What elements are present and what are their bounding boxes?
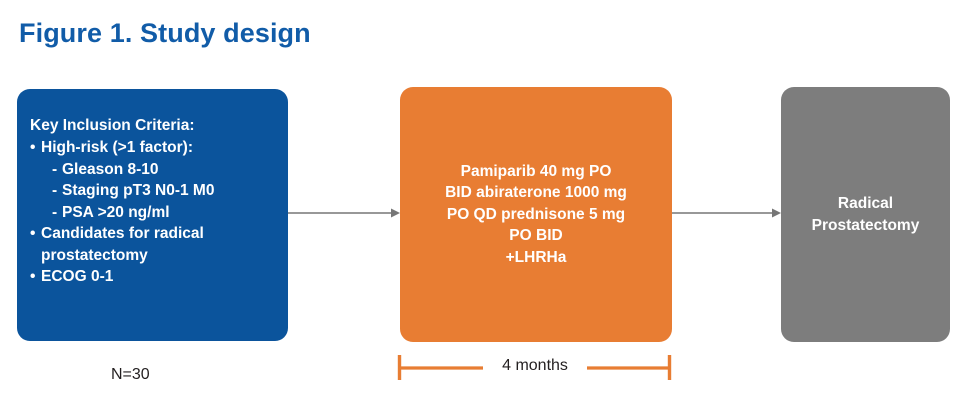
arrow-right-icon [672, 206, 781, 220]
treatment-box: Pamiparib 40 mg PO BID abiraterone 1000 … [400, 87, 672, 342]
duration-label: 4 months [502, 357, 568, 374]
criteria-item: Candidates for radical [30, 223, 274, 245]
eligibility-heading: Key Inclusion Criteria: [30, 117, 195, 134]
outcome-box: Radical Prostatectomy [781, 87, 950, 342]
eligibility-box: Key Inclusion Criteria: High-risk (>1 fa… [17, 89, 288, 341]
criteria-item: Staging pT3 N0-1 M0 [30, 180, 274, 202]
treatment-line: PO BID [509, 227, 563, 245]
eligibility-criteria-list: High-risk (>1 factor): Gleason 8-10 Stag… [30, 137, 274, 288]
criteria-item: PSA >20 ng/ml [30, 202, 274, 224]
treatment-line: BID abiraterone 1000 mg [445, 184, 627, 202]
treatment-line: +LHRHa [505, 248, 567, 266]
criteria-item: Gleason 8-10 [30, 159, 274, 181]
criteria-item: ECOG 0-1 [30, 266, 274, 288]
outcome-line: Prostatectomy [811, 216, 920, 234]
criteria-item: High-risk (>1 factor): [30, 137, 274, 159]
page-title: Figure 1. Study design [19, 18, 311, 48]
duration-bracket [397, 352, 672, 384]
enrollment-label: N=30 [111, 366, 150, 383]
arrow-right-icon [288, 206, 400, 220]
treatment-line: Pamiparib 40 mg PO [460, 162, 612, 180]
criteria-item: prostatectomy [41, 246, 148, 264]
outcome-line: Radical [837, 195, 894, 212]
treatment-line: PO QD prednisone 5 mg [446, 205, 626, 223]
